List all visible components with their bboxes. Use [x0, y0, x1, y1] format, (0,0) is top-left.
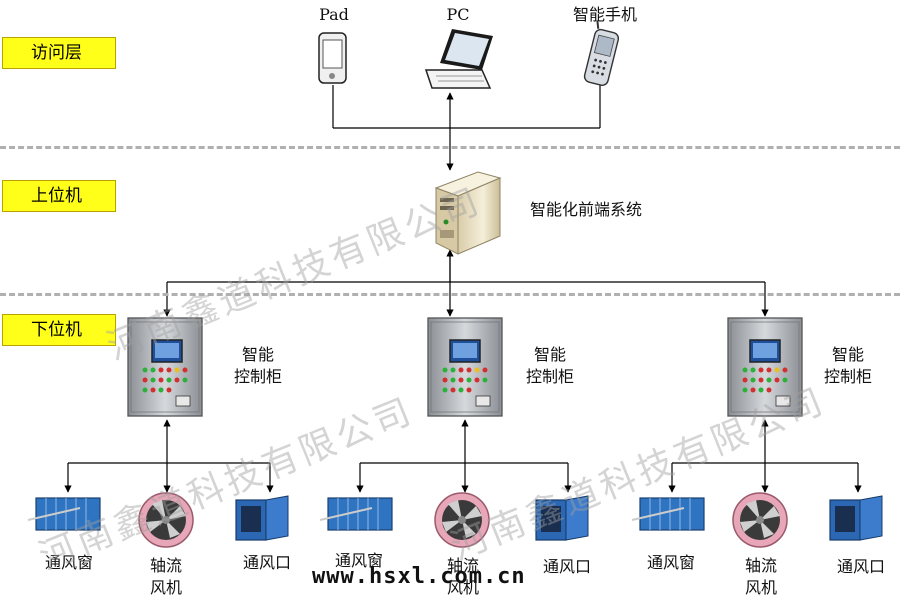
air-vent-icon	[829, 495, 883, 541]
axial-fan-label-line1: 轴流	[446, 556, 479, 575]
axial-fan-label: 轴流 风机	[136, 555, 196, 599]
layer-label-upper: 上位机	[2, 180, 116, 212]
layer-label-lower: 下位机	[2, 314, 116, 346]
pad-icon	[318, 32, 347, 84]
layer-divider	[0, 293, 900, 296]
cabinet-label: 智能 控制柜	[818, 344, 878, 388]
ventilation-window-icon	[319, 497, 393, 531]
axial-fan-label-line2: 风机	[446, 578, 479, 597]
access-connector-lines	[332, 85, 601, 171]
ventilation-window-icon	[631, 497, 705, 531]
cabinet-label: 智能 控制柜	[520, 344, 580, 388]
cabinet-label-line1: 智能	[241, 345, 274, 364]
axial-fan-label-line2: 风机	[149, 578, 182, 597]
cabinet-label-line1: 智能	[533, 345, 566, 364]
smartphone-label: 智能手机	[572, 5, 637, 24]
axial-fan-label: 轴流 风机	[731, 555, 791, 599]
axial-fan-label-line1: 轴流	[744, 556, 777, 575]
pad-label: Pad	[319, 5, 349, 24]
cabinet-label-line1: 智能	[831, 345, 864, 364]
ventilation-window-icon	[27, 497, 101, 531]
control-cabinet-icon	[127, 317, 203, 417]
air-vent-label: 通风口	[542, 557, 591, 576]
pc-label: PC	[446, 5, 470, 24]
axial-fan-label-line1: 轴流	[149, 556, 182, 575]
air-vent-icon	[535, 495, 589, 541]
cabinet-label-line2: 控制柜	[823, 367, 872, 386]
server-icon	[434, 171, 502, 255]
cabinet-label-line2: 控制柜	[525, 367, 574, 386]
control-cabinet-icon	[727, 317, 803, 417]
laptop-icon	[424, 29, 493, 89]
server-to-cabinets-lines	[163, 249, 769, 317]
axial-fan-icon	[138, 492, 194, 548]
server-label: 智能化前端系统	[530, 200, 643, 219]
cabinet-label-line2: 控制柜	[233, 367, 282, 386]
website-url: www.hsxl.com.cn	[312, 564, 526, 589]
layer-divider	[0, 146, 900, 149]
smartphone-icon	[583, 20, 620, 86]
ventilation-window-label: 通风窗	[334, 551, 383, 570]
cabinet-to-equipment-lines	[64, 419, 862, 493]
axial-fan-label-line2: 风机	[744, 578, 777, 597]
air-vent-label: 通风口	[836, 557, 885, 576]
air-vent-icon	[235, 495, 289, 541]
cabinet-label: 智能 控制柜	[228, 344, 288, 388]
axial-fan-icon	[434, 492, 490, 548]
layer-label-access: 访问层	[2, 37, 116, 69]
air-vent-label: 通风口	[242, 553, 291, 572]
control-cabinet-icon	[427, 317, 503, 417]
ventilation-window-label: 通风窗	[646, 553, 695, 572]
axial-fan-icon	[732, 492, 788, 548]
ventilation-window-label: 通风窗	[44, 553, 93, 572]
axial-fan-label: 轴流 风机	[433, 555, 493, 599]
